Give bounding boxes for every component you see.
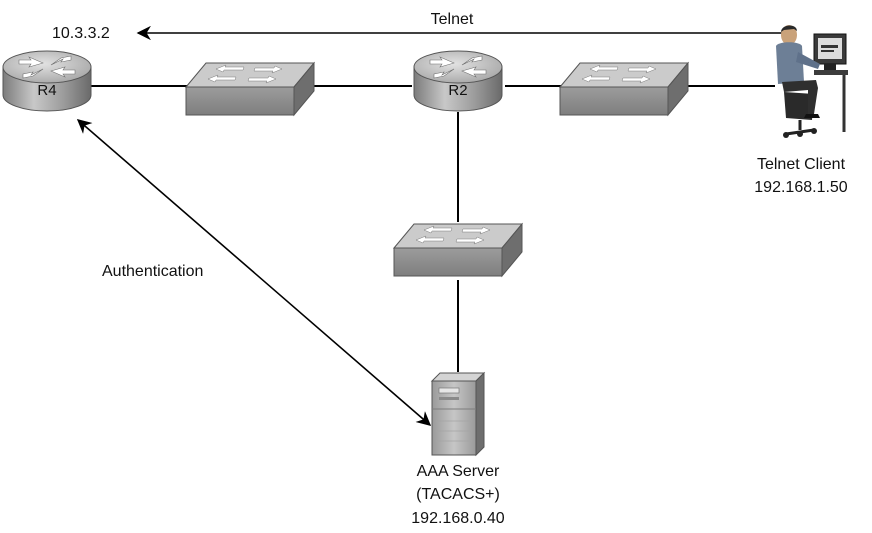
switch-arrows-icon [207,64,283,84]
switch-1 [184,61,316,117]
telnet-client-name: Telnet Client [757,156,846,173]
router-r4-label: R4 [37,82,56,99]
router-arrows-icon [429,55,487,79]
telnet-client-ip: 192.168.1.50 [754,179,848,196]
switch-3 [392,222,524,278]
telnet-client-icon [776,25,848,138]
router-r2: R2 [413,50,503,112]
aaa-server-icon [430,371,486,457]
router-arrows-icon [18,55,76,79]
aaa-server-protocol: (TACACS+) [416,486,500,503]
links [90,85,775,372]
telnet-target-ip: 10.3.3.2 [52,25,110,42]
authentication-flow-label: Authentication [102,263,203,280]
switch-arrows-icon [581,64,657,84]
switch-arrows-icon [415,225,491,245]
switch-2 [558,61,690,117]
telnet-flow-label: Telnet [431,11,474,28]
router-r2-label: R2 [448,82,467,99]
router-r4: R4 [2,50,92,112]
authentication-arrow [76,119,432,426]
aaa-server-name: AAA Server [417,463,500,480]
aaa-server-ip: 192.168.0.40 [411,510,505,527]
